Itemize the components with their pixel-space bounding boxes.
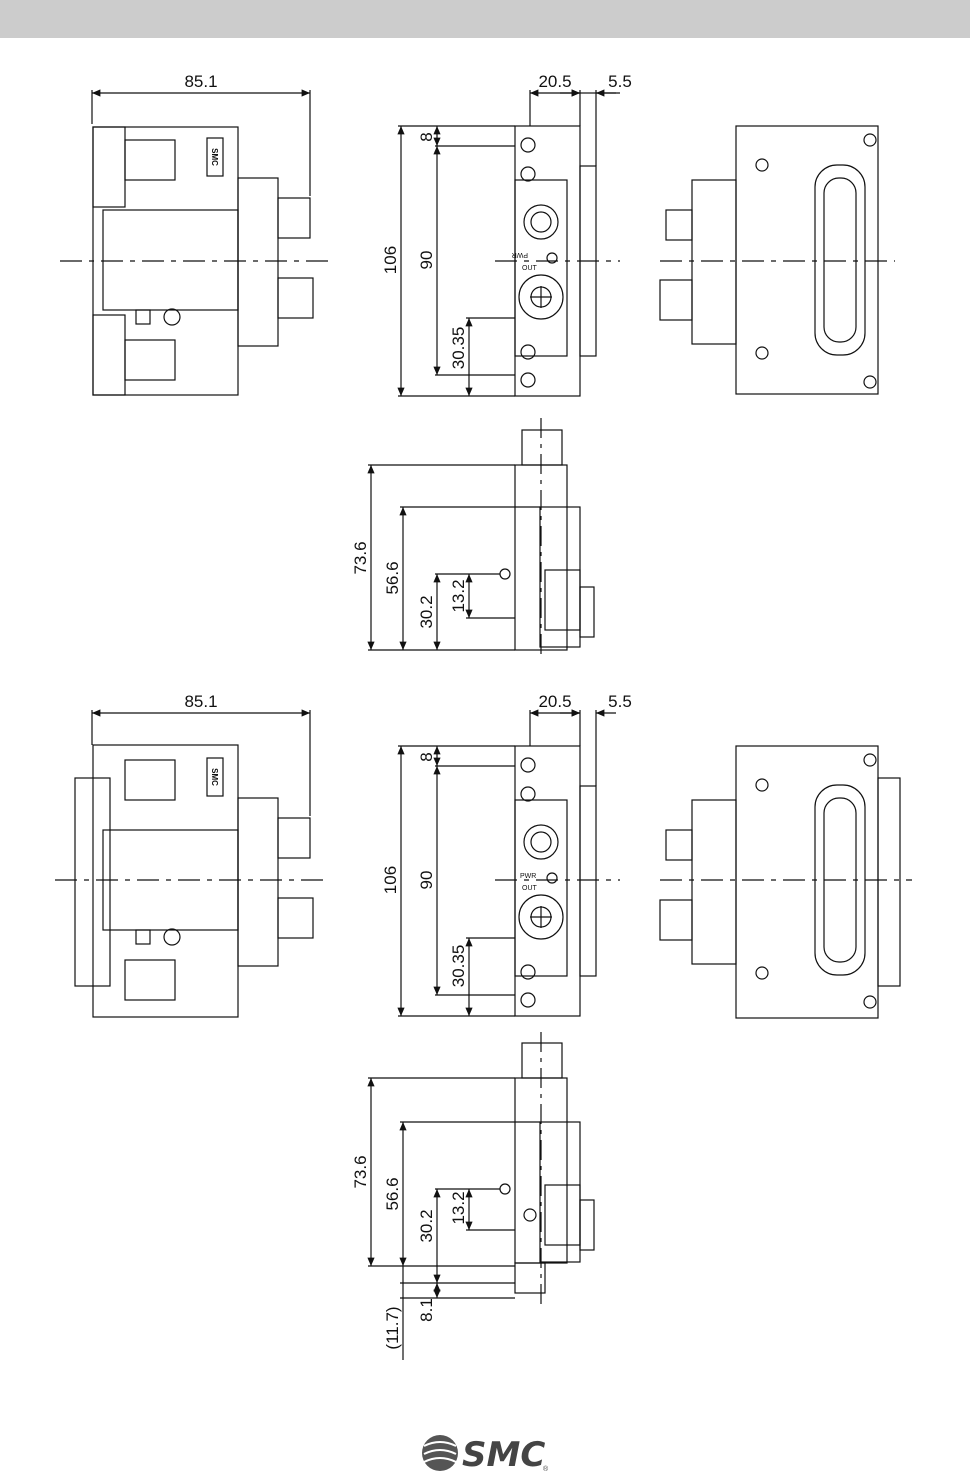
pwr-label-bottom: PWR [520,873,536,880]
dim-height-front-bottom-90: 90 [417,871,436,890]
side-view-top [92,90,313,395]
dim-width-front-bottom-a: 20.5 [538,692,571,711]
smc-logo-text: SMC [462,1435,545,1475]
dim-height-bottom-bottom-13-2: 13.2 [449,1191,468,1224]
dim-height-front-bottom-8: 8 [417,752,436,761]
smc-brand-label-top: SMC [210,148,219,166]
dim-height-bottom-top-73-6: 73.6 [351,541,370,574]
dim-height-bottom-bottom-73-6: 73.6 [351,1155,370,1188]
out-label-bottom: OUT [522,885,538,892]
smc-brand-label-bottom: SMC [210,768,219,786]
side-view-bottom [75,710,313,1017]
dim-height-front-top-30-35: 30.35 [449,327,468,370]
dim-width-side-top: 85.1 [184,72,217,91]
dim-width-side-bottom: 85.1 [184,692,217,711]
dim-width-front-top-b: 5.5 [608,72,632,91]
pwr-label-top: PWR [512,251,528,258]
dim-height-bottom-bottom-11-7: (11.7) [383,1306,402,1349]
dim-height-front-bottom-30-35: 30.35 [449,945,468,988]
smc-logo: SMC ® [422,1435,549,1475]
registered-mark: ® [543,1465,549,1473]
back-view-top [660,126,878,394]
out-label-top: OUT [522,265,538,272]
bottom-view-top [368,418,594,660]
dim-height-bottom-bottom-56-6: 56.6 [383,1177,402,1210]
dim-height-front-top-8: 8 [417,132,436,141]
dim-height-bottom-bottom-8-1: 8.1 [417,1298,436,1322]
dim-height-front-bottom-106: 106 [381,866,400,894]
dim-height-front-top-90: 90 [417,251,436,270]
dim-height-front-top-106: 106 [381,246,400,274]
back-view-bottom [660,746,900,1018]
dim-width-front-top-a: 20.5 [538,72,571,91]
dim-width-front-bottom-b: 5.5 [608,692,632,711]
dim-height-bottom-top-30-2: 30.2 [417,595,436,628]
dim-height-bottom-top-56-6: 56.6 [383,561,402,594]
dim-height-bottom-top-13-2: 13.2 [449,579,468,612]
dim-height-bottom-bottom-30-2: 30.2 [417,1209,436,1242]
